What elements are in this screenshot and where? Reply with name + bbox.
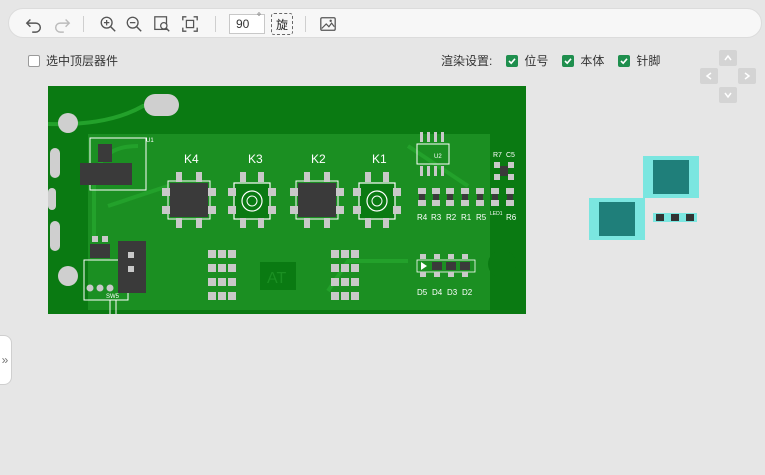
component-preview: [589, 156, 699, 240]
slot: [48, 188, 56, 210]
r2-label: R2: [446, 213, 457, 222]
u1-body: [80, 163, 132, 185]
undo-icon[interactable]: [23, 13, 45, 35]
mounting-hole: [58, 113, 78, 133]
pad-array-right: [331, 250, 359, 300]
angle-unit: °: [257, 12, 261, 23]
k2-body: [298, 183, 336, 217]
r3-label: R3: [431, 213, 442, 222]
u2-label: U2: [434, 154, 442, 160]
u1-tab: [98, 144, 112, 162]
select-top-label: 选中顶层器件: [46, 54, 119, 68]
c5-label: C5: [506, 152, 515, 159]
zoom-out-icon[interactable]: [123, 13, 145, 35]
arrow-left-icon[interactable]: [700, 68, 718, 84]
led1-label: LED1: [490, 211, 503, 217]
arrow-up-icon[interactable]: [719, 50, 737, 66]
fit-screen-icon[interactable]: [179, 13, 201, 35]
k3-label: K3: [248, 152, 263, 166]
body-checkbox[interactable]: [562, 54, 575, 67]
k1-pads: [353, 172, 401, 228]
pad-array-left: [208, 250, 236, 300]
k4-body: [170, 183, 208, 217]
expand-panel-icon: »: [1, 353, 9, 367]
toolbar-divider: [215, 16, 216, 32]
select-top-checkbox[interactable]: [28, 54, 40, 67]
k4-outline: [167, 180, 211, 220]
logo-text: AT: [267, 270, 286, 287]
r7-c5-pads: [494, 162, 514, 180]
pcb-board[interactable]: U1 K4 K3 K2 K1 U2 R7 C5 R4 R3 R2 R1 R5 L…: [48, 86, 526, 314]
sw5-label: SW5: [106, 294, 120, 300]
k2-pads: [290, 172, 344, 228]
mounting-slot: [144, 94, 179, 116]
diode-row-pads: [420, 254, 468, 277]
r6-label: R6: [506, 213, 517, 222]
slot: [50, 148, 60, 178]
zoom-area-icon[interactable]: [151, 13, 173, 35]
render-settings: 渲染设置: 位号 本体 针脚: [441, 52, 660, 69]
angle-value: 90: [236, 17, 250, 31]
d3-label: D3: [447, 288, 458, 297]
render-settings-label: 渲染设置:: [441, 54, 493, 68]
mounting-hole: [58, 266, 78, 286]
slot: [50, 221, 60, 251]
logo-area: [260, 262, 296, 290]
position-label[interactable]: 位号: [524, 54, 549, 68]
preview-component-3: [653, 213, 697, 222]
d5-label: D5: [417, 288, 428, 297]
k4-pads: [162, 172, 216, 228]
position-checkbox[interactable]: [506, 54, 519, 67]
arrow-right-icon[interactable]: [738, 68, 756, 84]
pins-checkbox[interactable]: [618, 54, 631, 67]
image-export-icon[interactable]: [317, 13, 339, 35]
toolbar: 90 ° 旋: [8, 8, 762, 38]
sw5-pads: [86, 236, 134, 292]
k1-label: K1: [372, 152, 387, 166]
rotate-label: 旋: [275, 17, 288, 32]
toolbar-divider: [305, 16, 306, 32]
arrow-down-icon[interactable]: [719, 87, 737, 103]
rotation-angle-input[interactable]: 90 °: [229, 12, 265, 34]
resistor-row-pads: [418, 188, 514, 206]
diode-row-outline: [416, 259, 476, 273]
redo-icon[interactable]: [51, 13, 73, 35]
select-top-option[interactable]: 选中顶层器件: [28, 52, 118, 69]
k4-label: K4: [184, 152, 199, 166]
u2-outline: [416, 143, 450, 165]
r4-label: R4: [417, 213, 428, 222]
body-label[interactable]: 本体: [580, 54, 605, 68]
zoom-in-icon[interactable]: [97, 13, 119, 35]
k2-label: K2: [311, 152, 326, 166]
d4-label: D4: [432, 288, 443, 297]
r5-label: R5: [476, 213, 487, 222]
k1-body: [358, 182, 396, 220]
pins-label[interactable]: 针脚: [636, 54, 661, 68]
k3-pads: [228, 172, 276, 228]
rotate-button[interactable]: 旋: [271, 13, 293, 35]
r1-label: R1: [461, 213, 472, 222]
d2-label: D2: [462, 288, 473, 297]
u2-pads: [420, 132, 444, 176]
round-pad: [488, 250, 516, 278]
toolbar-divider: [83, 16, 84, 32]
k3-body: [233, 182, 271, 220]
u1-label: U1: [146, 138, 154, 144]
r7-label: R7: [493, 152, 502, 159]
expand-panel-handle[interactable]: »: [0, 335, 12, 385]
k2-outline: [295, 180, 339, 220]
